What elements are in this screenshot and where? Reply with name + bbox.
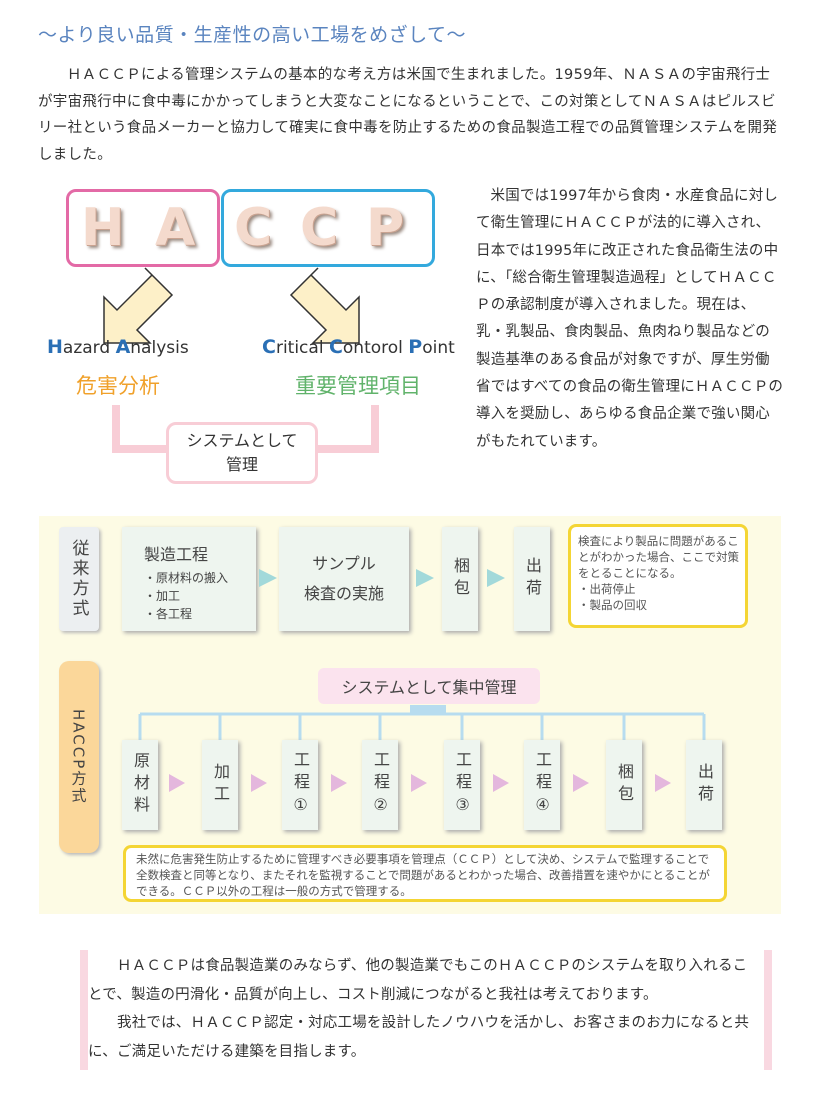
haccp-step-raw-materials: 原材料 xyxy=(122,740,158,830)
lane-conventional: 従来方式 xyxy=(59,527,99,631)
haccp-step-process-4: 工程④ xyxy=(524,740,560,830)
critical-control-point-label: Critical Contorol Point xyxy=(262,336,455,358)
haccp-step-process-3: 工程③ xyxy=(444,740,480,830)
letter-p: P xyxy=(366,198,405,258)
flow-arrow-icon xyxy=(573,774,589,792)
ccp-box: C C P xyxy=(221,189,435,267)
letter-h: H xyxy=(81,198,125,258)
system-management-box: システムとして 管理 xyxy=(166,422,318,484)
step-shipping: 出荷 xyxy=(514,527,550,631)
flow-arrow-icon xyxy=(251,774,267,792)
flow-arrow-icon xyxy=(259,569,277,587)
letter-c1: C xyxy=(234,198,273,258)
outro-text: ＨＡＣＣＰは食品製造業のみならず、他の製造業でもこのＨＡＣＣＰのシステムを取り入… xyxy=(88,952,762,1066)
letter-c2: C xyxy=(300,198,339,258)
intro-paragraph: ＨＡＣＣＰによる管理システムの基本的な考え方は米国で生まれました。1959年、Ｎ… xyxy=(38,67,778,163)
flow-arrow-icon xyxy=(493,774,509,792)
haccp-note: 未然に危害発生防止するために管理すべき必要事項を管理点（ＣＣＰ）として決め、シス… xyxy=(123,845,727,902)
central-management-header: システムとして集中管理 xyxy=(318,668,540,704)
haccp-step-process-1: 工程① xyxy=(282,740,318,830)
outro-right-bar xyxy=(764,950,772,1070)
right-paragraph: 米国では1997年から食肉・水産食品に対して衛生管理にＨＡＣＣＰが法的に導入され… xyxy=(476,188,784,450)
step-manufacturing: 製造工程 ・原材料の搬入 ・加工 ・各工程 xyxy=(122,527,256,631)
lane-haccp: HACCP方式 xyxy=(59,661,99,853)
flow-arrow-icon xyxy=(169,774,185,792)
haccp-step-packing: 梱包 xyxy=(606,740,642,830)
haccp-step-shipping: 出荷 xyxy=(686,740,722,830)
critical-control-point-ja: 重要管理項目 xyxy=(295,374,421,398)
connector-bracket xyxy=(112,405,379,453)
arrow-down-right-icon xyxy=(289,267,360,344)
step-packing: 梱包 xyxy=(442,527,478,631)
haccp-diagram-graphics xyxy=(103,267,379,453)
haccp-step-processing: 加工 xyxy=(202,740,238,830)
flow-arrow-icon xyxy=(487,569,505,587)
flow-arrow-icon xyxy=(416,569,434,587)
letter-a: A xyxy=(155,198,196,258)
outro-paragraph-1: ＨＡＣＣＰは食品製造業のみならず、他の製造業でもこのＨＡＣＣＰのシステムを取り入… xyxy=(88,958,748,1003)
haccp-connector-lines xyxy=(138,705,706,740)
outro-left-bar xyxy=(80,950,88,1070)
hazard-analysis-label: Hazard Analysis xyxy=(47,336,189,358)
step-sample-inspection: サンプル 検査の実施 xyxy=(279,527,409,631)
flow-arrow-icon xyxy=(411,774,427,792)
hazard-analysis-ja: 危害分析 xyxy=(76,374,160,398)
arrow-down-left-icon xyxy=(103,267,174,344)
conventional-note: 検査により製品に問題があることがわかった場合、ここで対策をとることになる。 ・出… xyxy=(568,524,748,628)
haccp-step-process-2: 工程② xyxy=(362,740,398,830)
outro-paragraph-2: 我社では、ＨＡＣＣＰ認定・対応工場を設計したノウハウを活かし、お客さまのお力にな… xyxy=(88,1015,750,1060)
intro-text: ＨＡＣＣＰによる管理システムの基本的な考え方は米国で生まれました。1959年、Ｎ… xyxy=(38,62,778,168)
page-heading: ～より良い品質・生産性の高い工場をめざして～ xyxy=(38,24,467,46)
flow-arrow-icon xyxy=(655,774,671,792)
flow-arrow-icon xyxy=(331,774,347,792)
right-column-text: 米国では1997年から食肉・水産食品に対して衛生管理にＨＡＣＣＰが法的に導入され… xyxy=(476,183,784,456)
ha-box: H A xyxy=(66,189,220,267)
